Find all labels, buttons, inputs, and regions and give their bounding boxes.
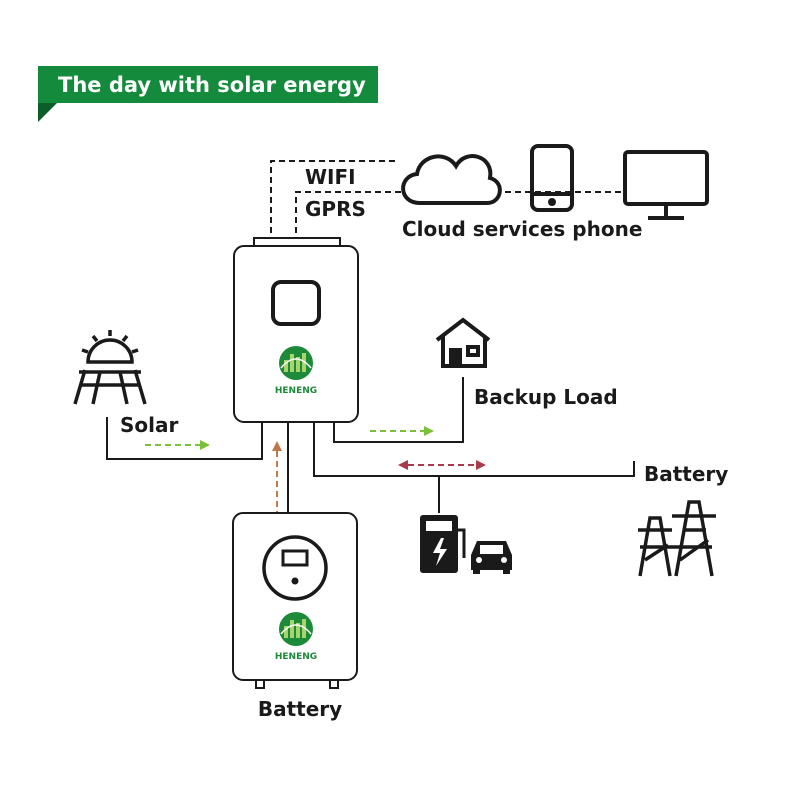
inverter: HENENG — [233, 237, 359, 423]
car-icon — [471, 541, 512, 574]
backup-flow-arrow — [370, 426, 434, 436]
title-banner: The day with solar energy — [38, 66, 378, 122]
cloud-services-label: Cloud services phone — [402, 217, 642, 241]
ev-charger-icon — [420, 515, 466, 573]
battery-label: Battery — [258, 697, 342, 721]
battery-display — [281, 549, 309, 567]
inverter-logo-icon — [279, 346, 313, 380]
solar-label: Solar — [120, 413, 178, 437]
inverter-body — [233, 245, 359, 423]
solar-panel-icon — [73, 369, 147, 405]
inverter-screen — [271, 280, 321, 326]
monitor-icon — [623, 150, 709, 220]
house-icon — [435, 317, 491, 368]
backup-load-label: Backup Load — [474, 385, 618, 409]
wifi-label: WIFI — [305, 165, 356, 189]
grid-line — [313, 422, 635, 477]
banner-background — [38, 66, 378, 103]
gprs-line — [295, 191, 625, 243]
solar-flow-arrow — [145, 440, 210, 450]
grid-label: Battery — [644, 462, 728, 486]
cloud-icon — [401, 154, 502, 205]
power-tower-icon — [638, 500, 716, 577]
communication-lines — [270, 160, 625, 243]
grid-flow-arrow — [398, 460, 486, 470]
phone-icon — [530, 144, 574, 212]
battery-indicator — [291, 577, 299, 585]
backup-load-line — [333, 377, 464, 443]
sun-icon — [81, 330, 139, 364]
banner-fold — [38, 102, 58, 122]
battery-logo-icon — [279, 612, 313, 646]
battery-display-ring — [262, 535, 328, 601]
inverter-brand-label: HENENG — [275, 386, 317, 396]
battery: HENENG — [232, 512, 358, 689]
solar-line — [106, 417, 263, 460]
battery-brand-label: HENENG — [275, 652, 317, 662]
gprs-label: GPRS — [305, 197, 366, 221]
banner-title: The day with solar energy — [58, 73, 366, 97]
wifi-line — [270, 160, 398, 243]
